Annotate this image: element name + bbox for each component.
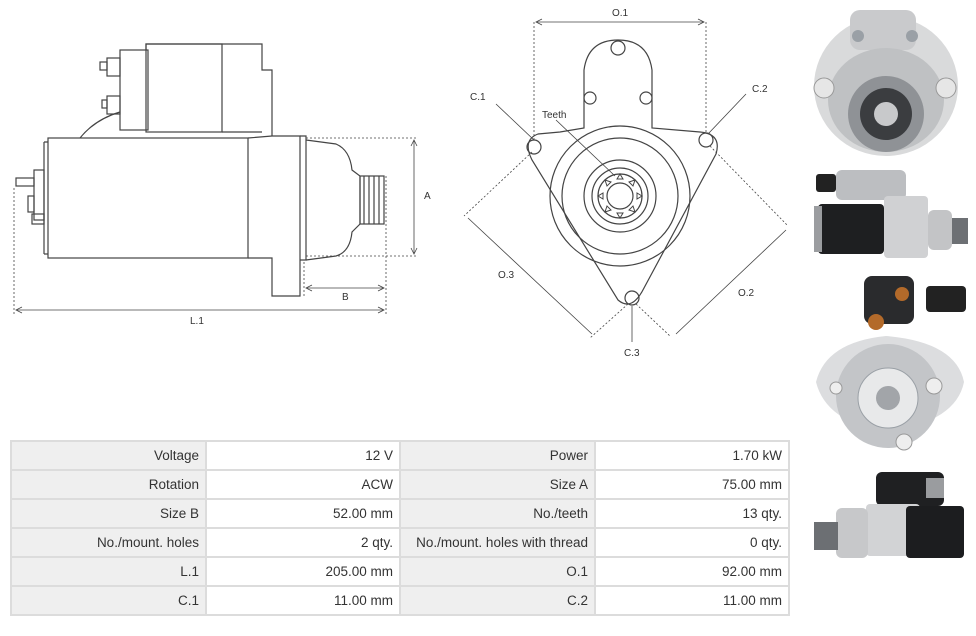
- teeth-label: Teeth: [542, 110, 566, 121]
- spec-label: No./mount. holes: [10, 527, 207, 558]
- spec-value: 0 qty.: [594, 527, 790, 558]
- spec-value: 11.00 mm: [594, 585, 790, 616]
- photo-rear-view: [806, 272, 972, 462]
- spec-label: Size A: [399, 469, 596, 500]
- dim-c2-label: C.2: [752, 84, 768, 95]
- spec-value: 205.00 mm: [205, 556, 401, 587]
- dim-c3-label: C.3: [624, 348, 640, 359]
- spec-value: ACW: [205, 469, 401, 500]
- spec-value: 12 V: [205, 440, 401, 471]
- spec-value: 92.00 mm: [594, 556, 790, 587]
- dim-b-label: B: [342, 292, 349, 303]
- spec-value: 2 qty.: [205, 527, 401, 558]
- spec-value: 1.70 kW: [594, 440, 790, 471]
- spec-label: No./mount. holes with thread: [399, 527, 596, 558]
- spec-label: Rotation: [10, 469, 207, 500]
- spec-label: C.1: [10, 585, 207, 616]
- spec-value: 11.00 mm: [205, 585, 401, 616]
- spec-label: Voltage: [10, 440, 207, 471]
- spec-label: Size B: [10, 498, 207, 529]
- spec-value: 75.00 mm: [594, 469, 790, 500]
- spec-label: Power: [399, 440, 596, 471]
- photo-side-view: [806, 164, 972, 262]
- photo-front-view: [806, 4, 972, 162]
- dim-c1-label: C.1: [470, 92, 486, 103]
- front-view-drawing: O.1 C.1 C.2 Teeth O.3 O.2 C.3: [463, 8, 789, 359]
- spec-label: No./teeth: [399, 498, 596, 529]
- spec-label: L.1: [10, 556, 207, 587]
- dim-l1-label: L.1: [190, 316, 204, 327]
- photo-top-view: [806, 468, 972, 568]
- dim-o2-label: O.2: [738, 288, 755, 299]
- side-view-drawing: A B L.1: [13, 43, 431, 327]
- dim-a-label: A: [424, 191, 431, 202]
- dim-o1-label: O.1: [612, 8, 629, 19]
- spec-value: 13 qty.: [594, 498, 790, 529]
- spec-label: C.2: [399, 585, 596, 616]
- spec-label: O.1: [399, 556, 596, 587]
- dim-o3-label: O.3: [498, 270, 515, 281]
- spec-value: 52.00 mm: [205, 498, 401, 529]
